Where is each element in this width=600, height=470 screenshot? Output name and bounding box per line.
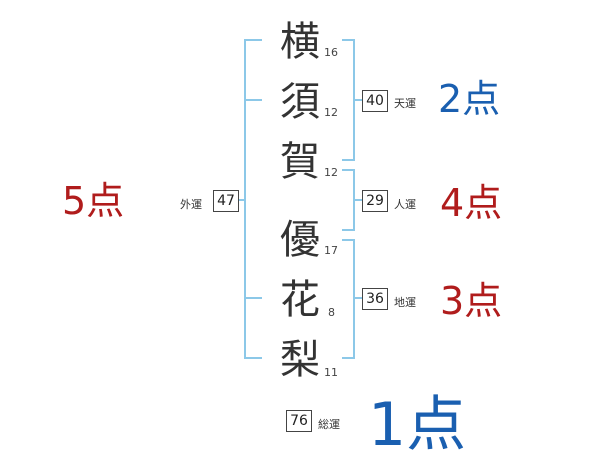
souun-score: 1点 [368, 390, 467, 460]
stroke-count-1: 16 [324, 46, 338, 59]
stroke-count-5: 8 [328, 306, 335, 319]
gaiun-label: 外運 [180, 198, 202, 211]
souun-label: 総運 [318, 418, 340, 431]
name-char-6: 梨 [280, 337, 320, 383]
gaiun-score: 5点 [62, 179, 125, 223]
name-char-3: 賀 [280, 139, 320, 185]
chiun-label: 地運 [394, 296, 416, 309]
jinun-score: 4点 [440, 181, 503, 225]
stroke-count-6: 11 [324, 366, 338, 379]
stroke-count-4: 17 [324, 244, 338, 257]
jinun-label: 人運 [394, 198, 416, 211]
chiun-value-box: 36 [362, 288, 388, 310]
name-char-5: 花 [280, 277, 320, 323]
stroke-count-3: 12 [324, 166, 338, 179]
stroke-count-2: 12 [324, 106, 338, 119]
name-char-4: 優 [280, 217, 320, 263]
gaiun-value-box: 47 [213, 190, 239, 212]
chiun-score: 3点 [440, 279, 503, 323]
jinun-value-box: 29 [362, 190, 388, 212]
tenun-label: 天運 [394, 97, 416, 110]
name-char-2: 須 [280, 79, 320, 125]
tenun-score: 2点 [438, 77, 501, 121]
souun-value-box: 76 [286, 410, 312, 432]
tenun-value-box: 40 [362, 90, 388, 112]
name-char-1: 横 [280, 19, 320, 65]
